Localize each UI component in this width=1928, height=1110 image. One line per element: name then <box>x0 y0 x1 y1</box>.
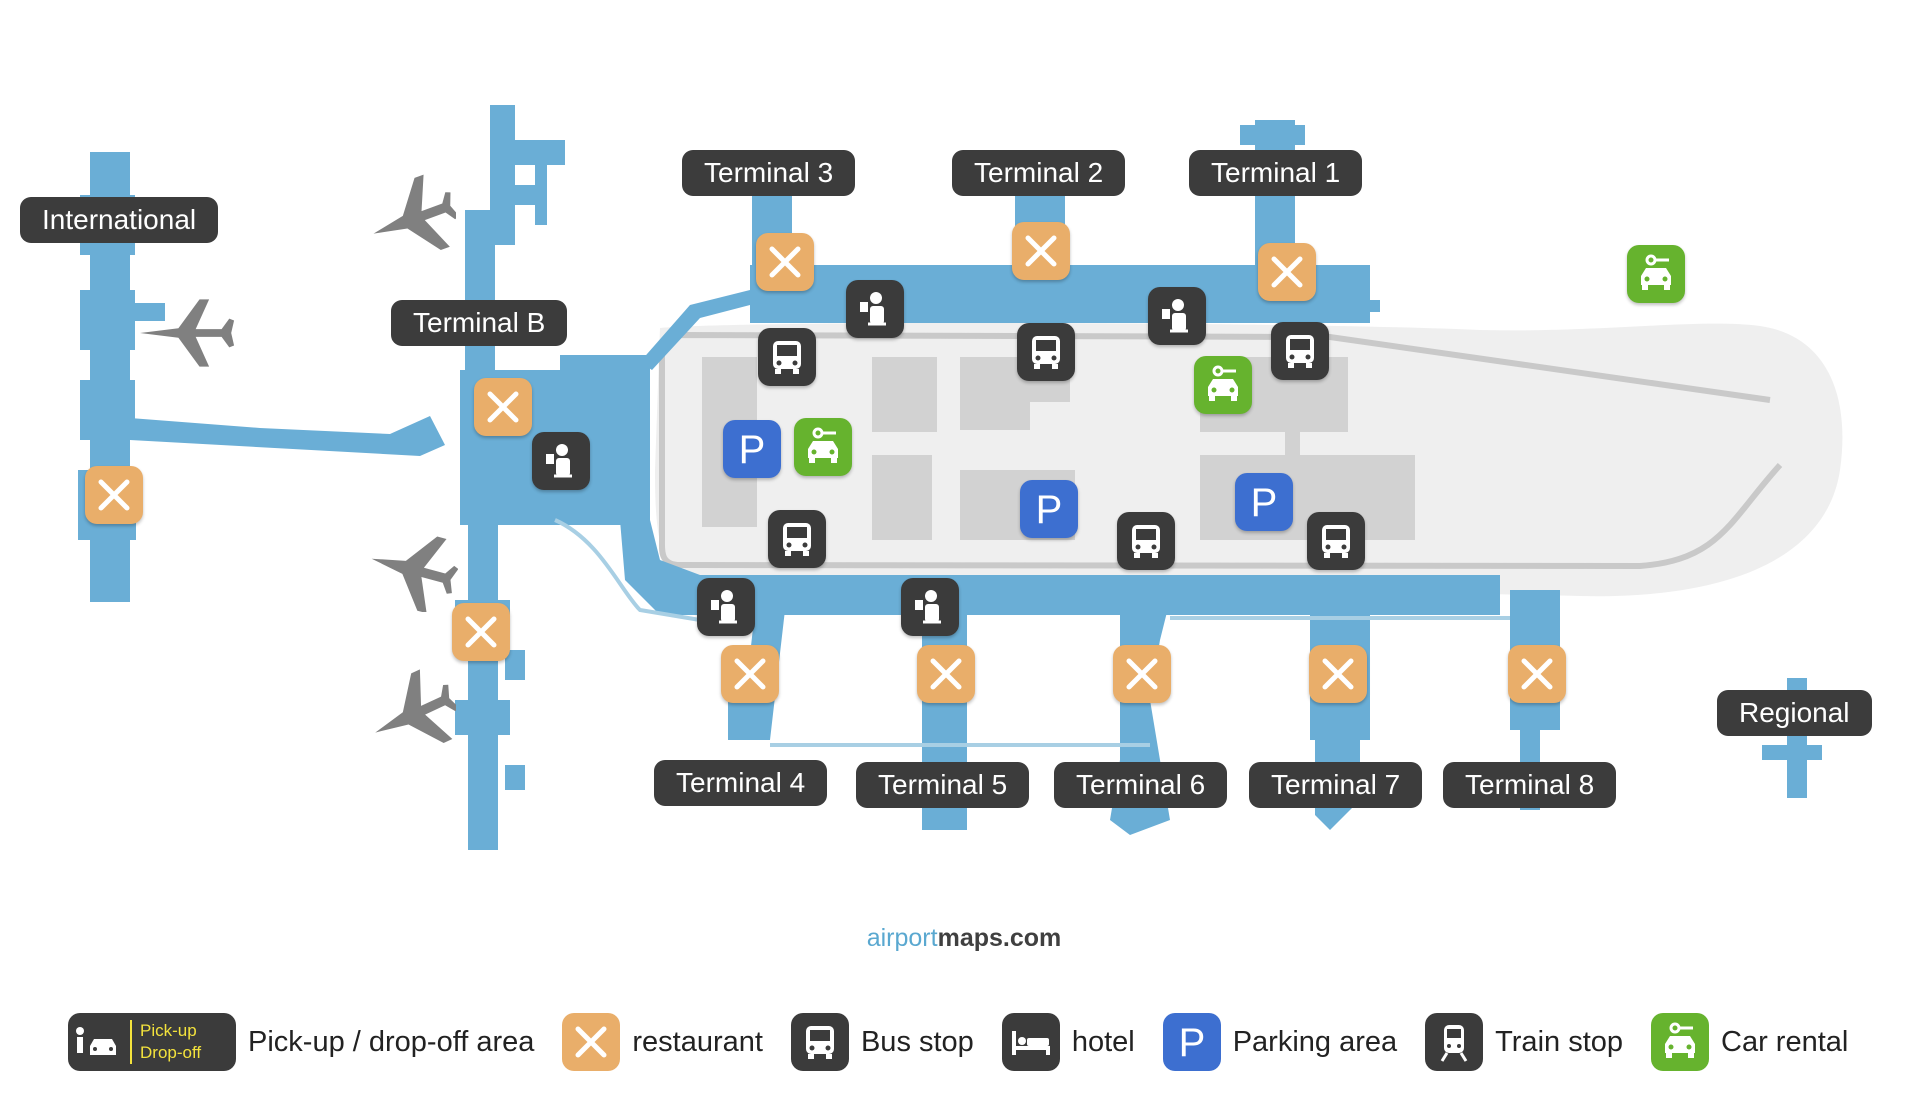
security-checkpoint-icon[interactable] <box>1148 287 1206 345</box>
parking-icon[interactable]: P <box>1020 480 1078 538</box>
restaurant-icon[interactable] <box>452 603 510 661</box>
bus-stop-icon[interactable] <box>1017 323 1075 381</box>
parking-icon: P <box>1162 1013 1221 1071</box>
hotel-icon <box>1001 1013 1060 1071</box>
legend-label-train: Train stop <box>1495 1025 1624 1058</box>
parking-icon[interactable]: P <box>1235 473 1293 531</box>
legend-label-restaurant: restaurant <box>632 1025 763 1058</box>
restaurant-icon[interactable] <box>1309 645 1367 703</box>
svg-text:P: P <box>739 428 766 472</box>
security-checkpoint-icon[interactable] <box>697 578 755 636</box>
train-stop-icon <box>1425 1013 1484 1071</box>
label-terminal-5[interactable]: Terminal 5 <box>856 762 1030 808</box>
car-rental-icon[interactable] <box>1627 245 1685 303</box>
car-rental-icon[interactable] <box>1194 356 1252 414</box>
bus-stop-icon[interactable] <box>1271 322 1329 380</box>
legend-item-restaurant: restaurant <box>562 1013 763 1071</box>
svg-text:P: P <box>1036 488 1063 532</box>
credit-part1: airport <box>866 924 938 952</box>
label-international[interactable]: International <box>20 197 219 243</box>
label-terminal-7[interactable]: Terminal 7 <box>1249 762 1423 808</box>
airplane-icon <box>371 536 458 612</box>
legend-item-parking: P Parking area <box>1162 1013 1398 1071</box>
legend-item-train: Train stop <box>1425 1013 1623 1071</box>
restaurant-icon <box>562 1013 621 1071</box>
label-terminal-6[interactable]: Terminal 6 <box>1054 762 1228 808</box>
bus-stop-icon <box>790 1013 849 1071</box>
legend-item-bus: Bus stop <box>790 1013 974 1071</box>
bus-stop-icon[interactable] <box>758 328 816 386</box>
legend-item-hotel: hotel <box>1001 1013 1135 1071</box>
label-terminal-2[interactable]: Terminal 2 <box>952 150 1126 196</box>
security-checkpoint-icon[interactable] <box>901 578 959 636</box>
bus-stop-icon[interactable] <box>768 510 826 568</box>
legend-label-hotel: hotel <box>1071 1025 1135 1058</box>
bus-stop-icon[interactable] <box>1117 512 1175 570</box>
legend-label-pickup: Pick-up / drop-off area <box>248 1025 535 1058</box>
bus-stop-icon[interactable] <box>1307 512 1365 570</box>
legend-item-car-rental: Car rental <box>1651 1013 1848 1071</box>
car-rental-icon <box>1651 1013 1710 1071</box>
restaurant-icon[interactable] <box>474 378 532 436</box>
label-terminal-b[interactable]: Terminal B <box>391 300 568 346</box>
site-credit[interactable]: airportmaps.com <box>0 924 1928 953</box>
svg-text:P: P <box>1251 481 1278 525</box>
legend-label-bus: Bus stop <box>860 1025 974 1058</box>
credit-part2: maps.com <box>937 924 1062 952</box>
restaurant-icon[interactable] <box>1113 645 1171 703</box>
airplane-icon <box>373 174 456 251</box>
label-terminal-3[interactable]: Terminal 3 <box>682 150 856 196</box>
restaurant-icon[interactable] <box>1508 645 1566 703</box>
svg-text:P: P <box>1178 1021 1205 1065</box>
restaurant-icon[interactable] <box>917 645 975 703</box>
airplane-icon <box>375 669 456 744</box>
restaurant-icon[interactable] <box>721 645 779 703</box>
legend-label-parking: Parking area <box>1232 1025 1398 1058</box>
airplane-icon <box>140 299 235 367</box>
restaurant-icon[interactable] <box>85 466 143 524</box>
security-checkpoint-icon[interactable] <box>532 432 590 490</box>
label-regional[interactable]: Regional <box>1717 690 1872 736</box>
restaurant-icon[interactable] <box>1258 243 1316 301</box>
label-terminal-8[interactable]: Terminal 8 <box>1443 762 1617 808</box>
car-rental-icon[interactable] <box>794 418 852 476</box>
label-terminal-1[interactable]: Terminal 1 <box>1189 150 1363 196</box>
restaurant-icon[interactable] <box>1012 222 1070 280</box>
legend-label-car-rental: Car rental <box>1721 1025 1849 1058</box>
parking-icon[interactable]: P <box>723 420 781 478</box>
label-terminal-4[interactable]: Terminal 4 <box>654 760 828 806</box>
restaurant-icon[interactable] <box>756 233 814 291</box>
security-checkpoint-icon[interactable] <box>846 280 904 338</box>
